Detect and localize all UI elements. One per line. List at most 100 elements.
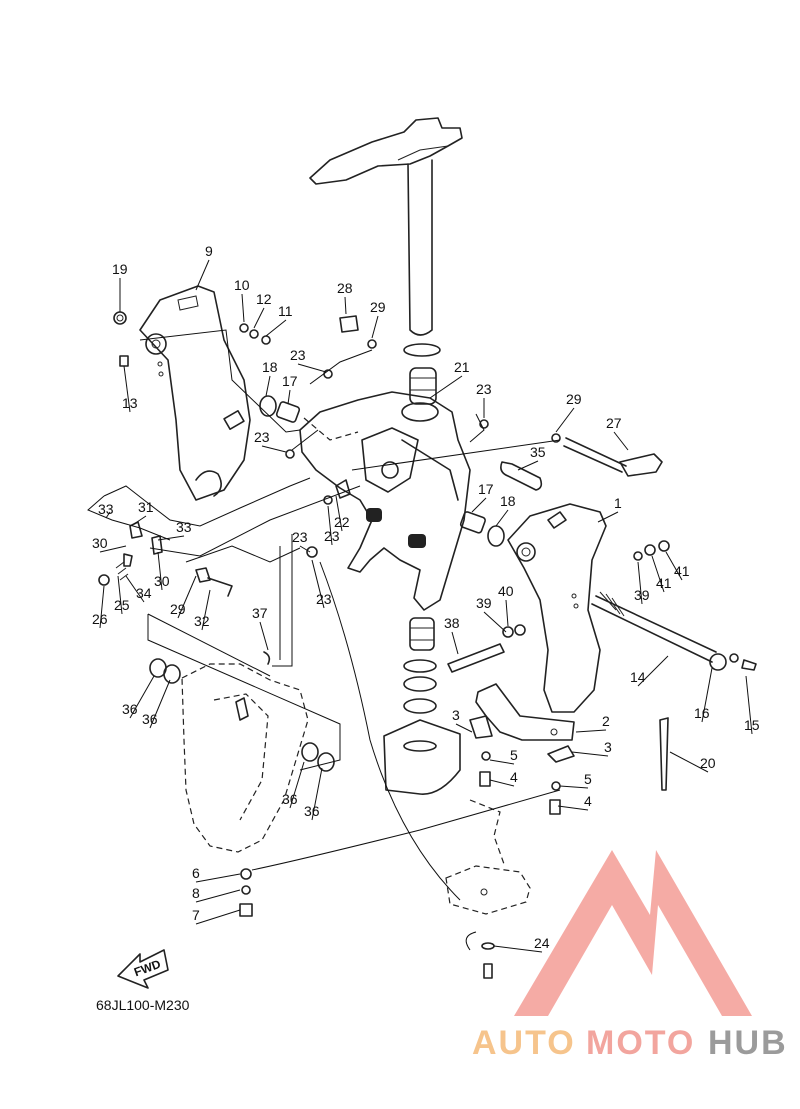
leader-line-25 <box>117 575 123 615</box>
callout-label-24: 24 <box>534 935 550 951</box>
callout-label-12: 12 <box>256 291 272 307</box>
callout-label-3: 3 <box>604 739 612 755</box>
callout-label-5: 5 <box>584 771 592 787</box>
callout-label-30: 30 <box>154 573 170 589</box>
fwd-arrow: FWD <box>117 949 169 989</box>
leader-line-1 <box>597 511 619 523</box>
leader-line-17 <box>471 497 487 513</box>
leader-line-12 <box>253 307 265 329</box>
leader-line-23 <box>311 559 325 609</box>
callout-label-26: 26 <box>92 611 108 627</box>
callout-label-23: 23 <box>290 347 306 363</box>
leader-line-8 <box>195 889 241 903</box>
leader-line-27 <box>613 431 629 451</box>
leader-line-18 <box>495 509 509 527</box>
callout-label-30: 30 <box>92 535 108 551</box>
leader-line-13 <box>123 365 131 413</box>
leader-line-15 <box>745 675 753 735</box>
callout-label-31: 31 <box>138 499 154 515</box>
callout-label-17: 17 <box>282 373 298 389</box>
leader-line-23 <box>299 545 311 553</box>
swivel-bracket <box>299 391 471 611</box>
callout-label-38: 38 <box>444 615 460 631</box>
callout-label-18: 18 <box>262 359 278 375</box>
leader-line-41 <box>665 551 683 581</box>
callout-label-41: 41 <box>656 575 672 591</box>
watermark-triangle <box>514 850 752 1016</box>
lower-plate <box>445 799 531 979</box>
callout-label-23: 23 <box>476 381 492 397</box>
leader-line-35 <box>517 460 539 471</box>
tilt-rod <box>500 433 663 491</box>
callout-label-4: 4 <box>510 769 518 785</box>
callout-label-36: 36 <box>304 803 320 819</box>
leader-line-23 <box>297 363 327 373</box>
leader-line-29 <box>371 315 379 339</box>
leader-line-28 <box>344 296 347 315</box>
callout-label-37: 37 <box>252 605 268 621</box>
leader-line-3 <box>571 751 609 757</box>
leader-line-29 <box>555 407 575 433</box>
leader-line-30 <box>99 545 127 553</box>
leader-line-14 <box>637 655 669 687</box>
leader-line-39 <box>637 561 643 605</box>
leader-line-3 <box>455 723 473 733</box>
leader-line-2 <box>575 729 607 733</box>
steering-arm <box>309 117 463 357</box>
watermark-hub: HUB <box>708 1024 788 1062</box>
callout-label-22: 22 <box>334 514 350 530</box>
leader-line-36 <box>149 679 171 729</box>
clamp-bracket-left <box>139 285 251 501</box>
leader-line-18 <box>265 375 271 397</box>
leader-line-23 <box>327 505 333 546</box>
leader-line-37 <box>259 621 269 651</box>
callout-label-41: 41 <box>674 563 690 579</box>
leader-line-17 <box>287 389 291 405</box>
leader-line-36 <box>289 761 305 809</box>
callout-label-29: 29 <box>170 601 186 617</box>
callout-leaders <box>99 259 753 953</box>
leader-line-29 <box>177 575 197 619</box>
leader-line-33 <box>105 511 111 519</box>
callout-label-29: 29 <box>370 299 386 315</box>
callout-label-11: 11 <box>278 303 293 319</box>
watermark-auto: AUTO <box>472 1024 576 1062</box>
callout-label-10: 10 <box>234 277 250 293</box>
callout-label-3: 3 <box>452 707 460 723</box>
leader-line-26 <box>99 585 105 629</box>
callout-label-8: 8 <box>192 885 200 901</box>
clamp-bracket-right <box>507 503 607 713</box>
leader-line-33 <box>157 535 185 541</box>
leader-line-21 <box>429 375 463 399</box>
callout-label-9: 9 <box>205 243 213 259</box>
callout-label-21: 21 <box>454 359 470 375</box>
callout-label-16: 16 <box>694 705 710 721</box>
callout-label-27: 27 <box>606 415 622 431</box>
leader-line-20 <box>669 751 709 773</box>
callout-label-18: 18 <box>500 493 516 509</box>
leader-line-34 <box>125 575 145 603</box>
callout-label-6: 6 <box>192 865 200 881</box>
leader-line-16 <box>701 667 713 723</box>
callout-label-33: 33 <box>98 501 114 517</box>
leader-line-22 <box>335 495 343 532</box>
leader-line-32 <box>201 589 211 631</box>
leader-line-23 <box>261 445 287 453</box>
callout-label-17: 17 <box>478 481 494 497</box>
callout-label-1: 1 <box>614 495 622 511</box>
leader-line-11 <box>265 319 287 337</box>
callout-label-23: 23 <box>316 591 332 607</box>
leader-line-40 <box>505 599 509 627</box>
callout-label-40: 40 <box>498 583 514 599</box>
watermark-logo: AUTO MOTO HUB <box>472 850 788 1062</box>
leader-line-41 <box>651 555 665 593</box>
callout-label-2: 2 <box>602 713 610 729</box>
leader-line-31 <box>133 515 147 525</box>
callout-label-33: 33 <box>176 519 192 535</box>
leader-line-9 <box>195 259 210 291</box>
leader-line-5 <box>489 759 515 765</box>
stopper-plate <box>469 683 575 763</box>
callout-label-36: 36 <box>142 711 158 727</box>
callout-label-39: 39 <box>634 587 650 603</box>
leader-line-36 <box>311 767 323 821</box>
